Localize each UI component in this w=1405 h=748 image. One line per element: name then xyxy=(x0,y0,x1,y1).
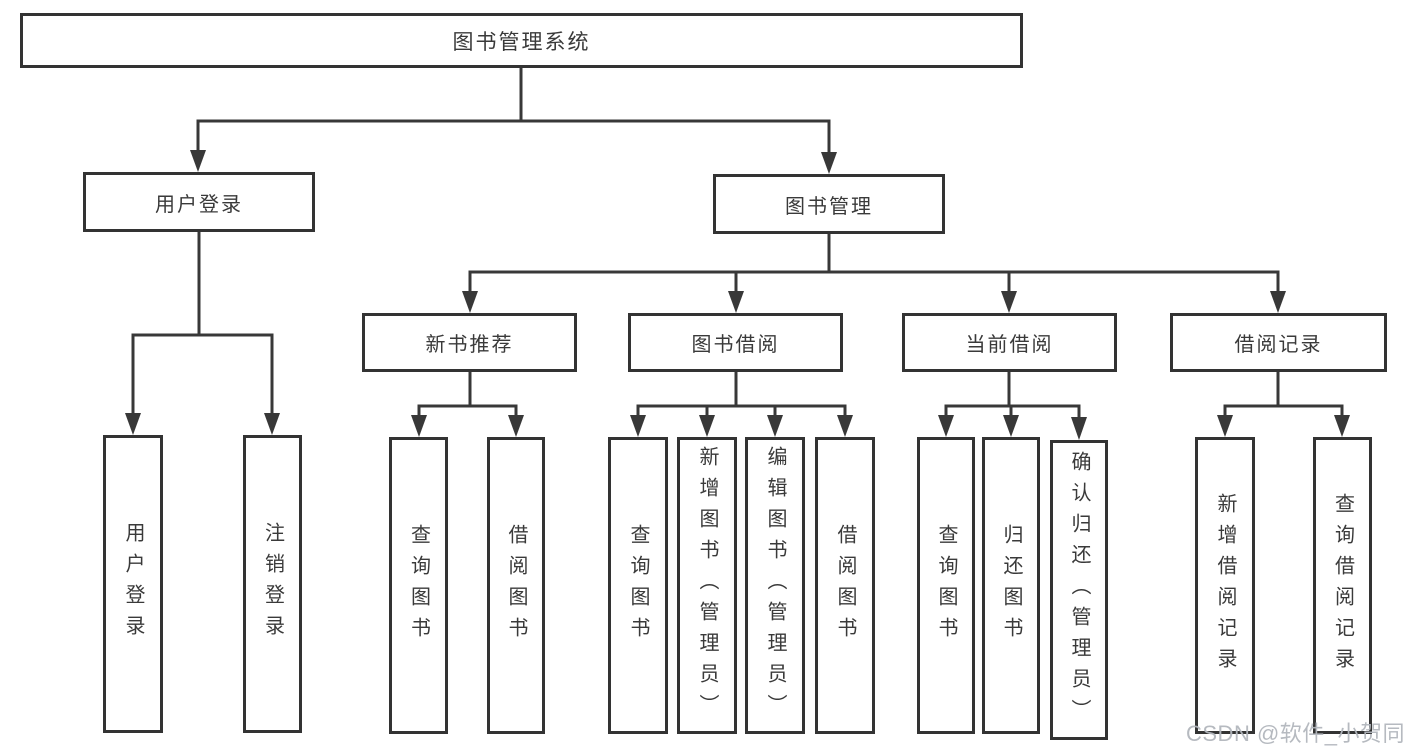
leaf-query-books-current: 查询图书 xyxy=(917,437,975,734)
node-label: 注销登录 xyxy=(261,522,284,646)
leaf-query-books-borrowing: 查询图书 xyxy=(608,437,668,734)
leaf-borrow-books-recommend: 借阅图书 xyxy=(487,437,545,734)
node-new-book-recommendation: 新书推荐 xyxy=(362,313,577,372)
node-label: 编辑图书（管理员） xyxy=(764,446,786,725)
node-label: 新增图书（管理员） xyxy=(696,446,718,725)
node-label: 查询图书 xyxy=(407,523,430,648)
node-label: 借阅图书 xyxy=(834,523,856,648)
connector-root-to-level2 xyxy=(190,66,837,174)
node-book-borrowing: 图书借阅 xyxy=(628,313,843,372)
leaf-query-borrow-record: 查询借阅记录 xyxy=(1313,437,1372,734)
node-user-login: 用户登录 xyxy=(83,172,315,232)
node-label: 图书管理系统 xyxy=(452,30,591,54)
node-label: 借阅记录 xyxy=(1234,334,1323,356)
node-library-management-system: 图书管理系统 xyxy=(20,13,1023,68)
leaf-logout: 注销登录 xyxy=(243,435,302,733)
connector-book-borrowing-to-leaves xyxy=(630,370,853,437)
leaf-add-borrow-record: 新增借阅记录 xyxy=(1195,437,1255,734)
node-label: 新增借阅记录 xyxy=(1214,492,1236,679)
node-label: 查询借阅记录 xyxy=(1331,492,1354,679)
connector-book-management-to-level3 xyxy=(462,232,1286,313)
node-label: 归还图书 xyxy=(1000,523,1022,648)
leaf-add-book-admin: 新增图书（管理员） xyxy=(677,437,737,734)
node-label: 查询图书 xyxy=(627,523,649,648)
connector-new-book-recommendation-to-leaves xyxy=(411,370,524,437)
node-label: 用户登录 xyxy=(122,522,144,646)
connector-user-login-to-leaves xyxy=(125,230,280,435)
node-book-management: 图书管理 xyxy=(713,174,945,234)
leaf-return-books: 归还图书 xyxy=(982,437,1040,734)
node-label: 新书推荐 xyxy=(425,334,514,356)
connector-borrowing-records-to-leaves xyxy=(1217,370,1350,437)
connector-current-borrowing-to-leaves xyxy=(938,370,1087,440)
node-label: 当前借阅 xyxy=(965,334,1054,356)
node-borrowing-records: 借阅记录 xyxy=(1170,313,1387,372)
node-label: 图书借阅 xyxy=(691,334,780,356)
leaf-user-login: 用户登录 xyxy=(103,435,163,733)
leaf-borrow-books-borrowing: 借阅图书 xyxy=(815,437,875,734)
node-label: 确认归还（管理员） xyxy=(1068,450,1090,730)
node-label: 用户登录 xyxy=(155,193,243,216)
leaf-confirm-return-admin: 确认归还（管理员） xyxy=(1050,440,1108,740)
node-label: 借阅图书 xyxy=(505,523,527,648)
node-label: 图书管理 xyxy=(785,195,873,218)
node-current-borrowing: 当前借阅 xyxy=(902,313,1117,372)
node-label: 查询图书 xyxy=(935,523,957,648)
csdn-watermark: CSDN @软件_小贺同学 xyxy=(1186,721,1405,746)
leaf-query-books-recommend: 查询图书 xyxy=(389,437,448,734)
leaf-edit-book-admin: 编辑图书（管理员） xyxy=(745,437,805,734)
